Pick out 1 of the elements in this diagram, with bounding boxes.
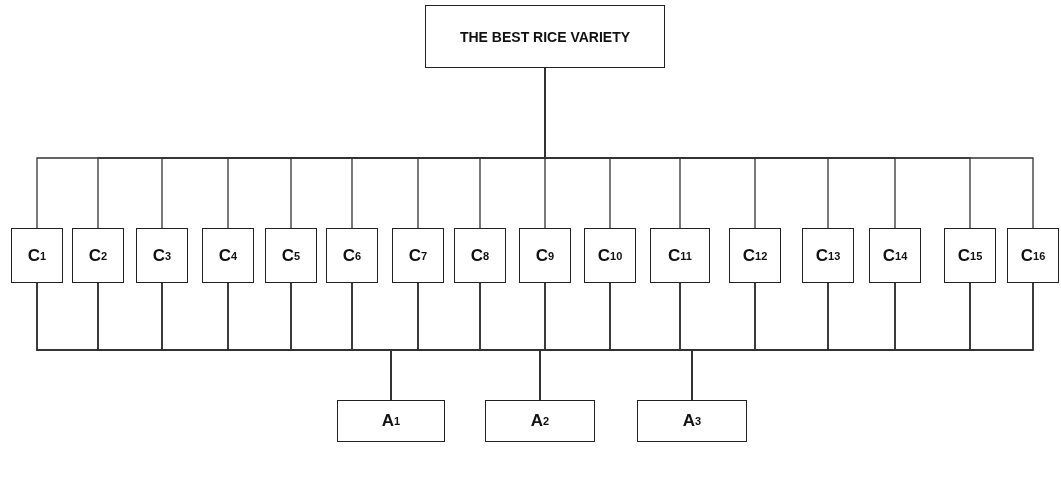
goal-box: THE BEST RICE VARIETY <box>425 5 665 68</box>
